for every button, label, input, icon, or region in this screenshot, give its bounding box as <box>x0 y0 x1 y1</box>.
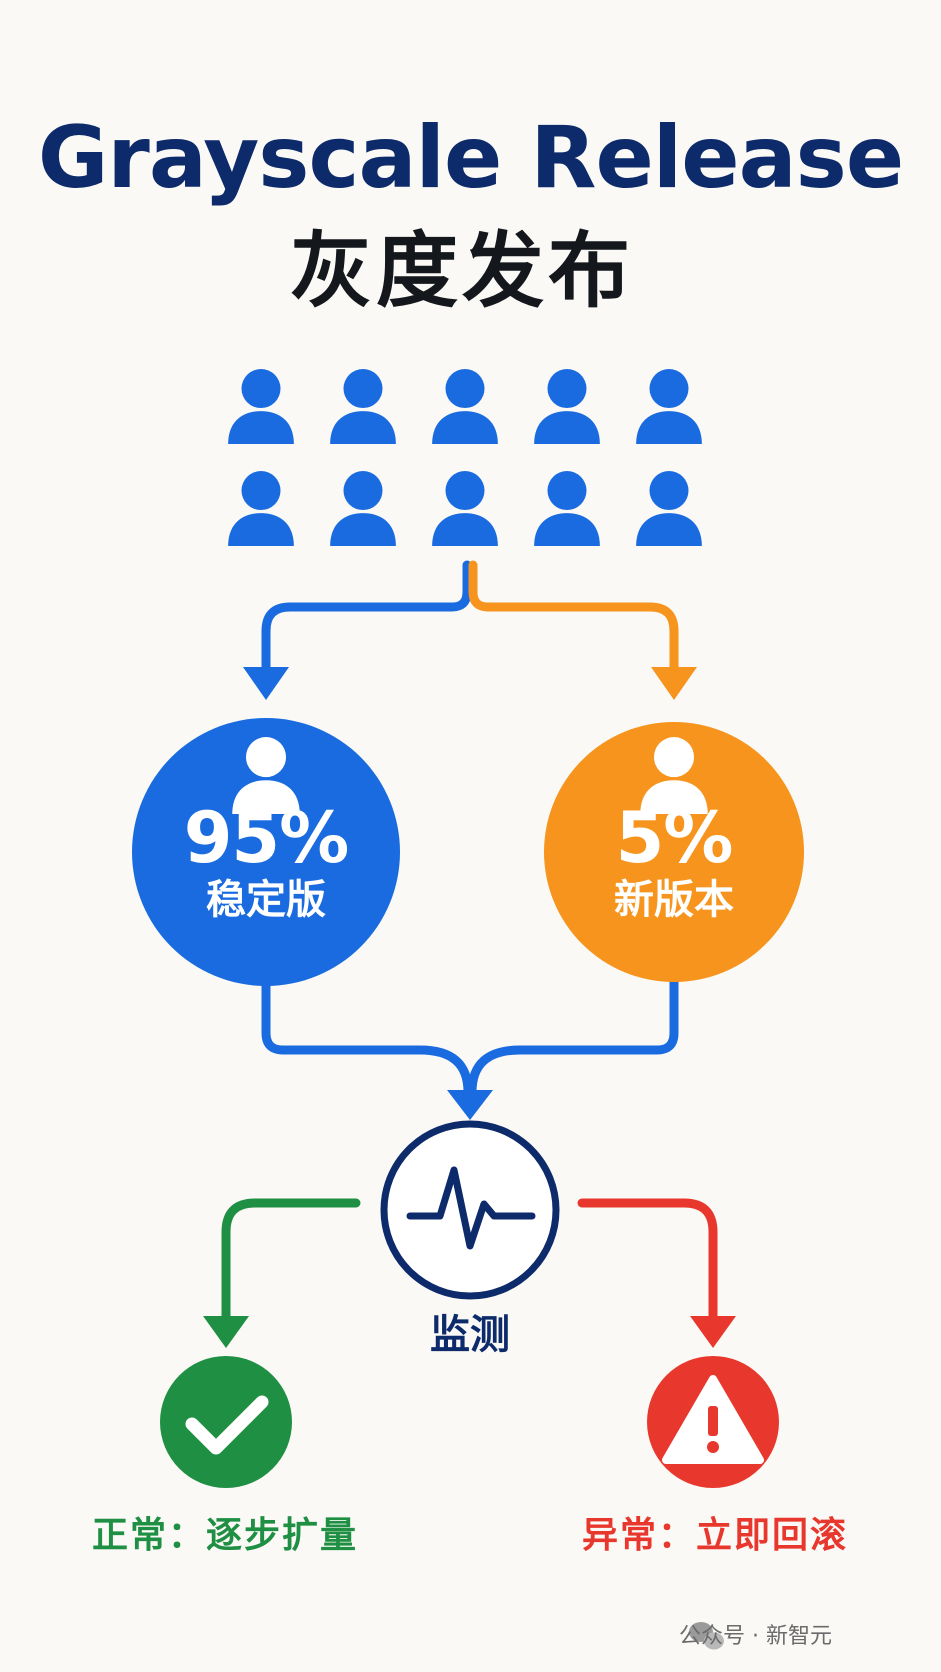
user-icon <box>534 369 600 444</box>
success-circle <box>160 1356 292 1488</box>
user-icon <box>228 369 294 444</box>
user-icon <box>432 369 498 444</box>
split-arrow-blue <box>261 560 472 673</box>
user-icon <box>636 369 702 444</box>
abnormal-outcome-label: 异常：立即回滚 <box>581 1515 848 1556</box>
user-population-icons <box>228 369 702 546</box>
title-english: Grayscale Release <box>37 108 904 208</box>
monitor-label: 监测 <box>430 1312 510 1358</box>
checkmark-icon <box>185 1395 269 1455</box>
pulse-icon <box>406 1166 536 1250</box>
user-icon <box>432 471 498 546</box>
merge-arrowhead <box>447 1090 493 1120</box>
merge-arrow-blue <box>261 970 473 1097</box>
split-arrowhead-orange <box>651 667 697 700</box>
user-icon <box>534 471 600 546</box>
user-icon <box>330 471 396 546</box>
split-arrowhead-blue <box>243 667 289 700</box>
watermark: 公众号 · 新智元 <box>637 1616 897 1652</box>
title-chinese: 灰度发布 <box>290 224 635 319</box>
normal-outcome-label: 正常：逐步扩量 <box>91 1515 358 1556</box>
user-icon <box>228 471 294 546</box>
user-icon <box>330 369 396 444</box>
watermark-text: 公众号 · 新智元 <box>679 1624 832 1649</box>
outcome-arrow-green <box>221 1198 361 1323</box>
stable-percent: 95% <box>183 797 350 879</box>
stable-version-label: 稳定版 <box>206 877 326 923</box>
new-version-label: 新版本 <box>614 877 734 923</box>
merge-arrow-blue-right <box>467 970 679 1097</box>
warning-exclamation-dot <box>707 1441 719 1453</box>
split-arrow-orange <box>468 560 679 673</box>
outcome-arrowhead-red <box>690 1316 736 1348</box>
outcome-arrow-red <box>577 1198 718 1323</box>
new-version-circle <box>544 722 804 982</box>
wechat-icon <box>689 1622 724 1650</box>
user-icon <box>636 471 702 546</box>
new-percent: 5% <box>615 797 734 879</box>
warning-exclamation-bar <box>708 1406 718 1436</box>
outcome-arrowhead-green <box>203 1316 249 1348</box>
stable-version-circle <box>132 718 400 986</box>
monitor-circle <box>380 1120 560 1300</box>
